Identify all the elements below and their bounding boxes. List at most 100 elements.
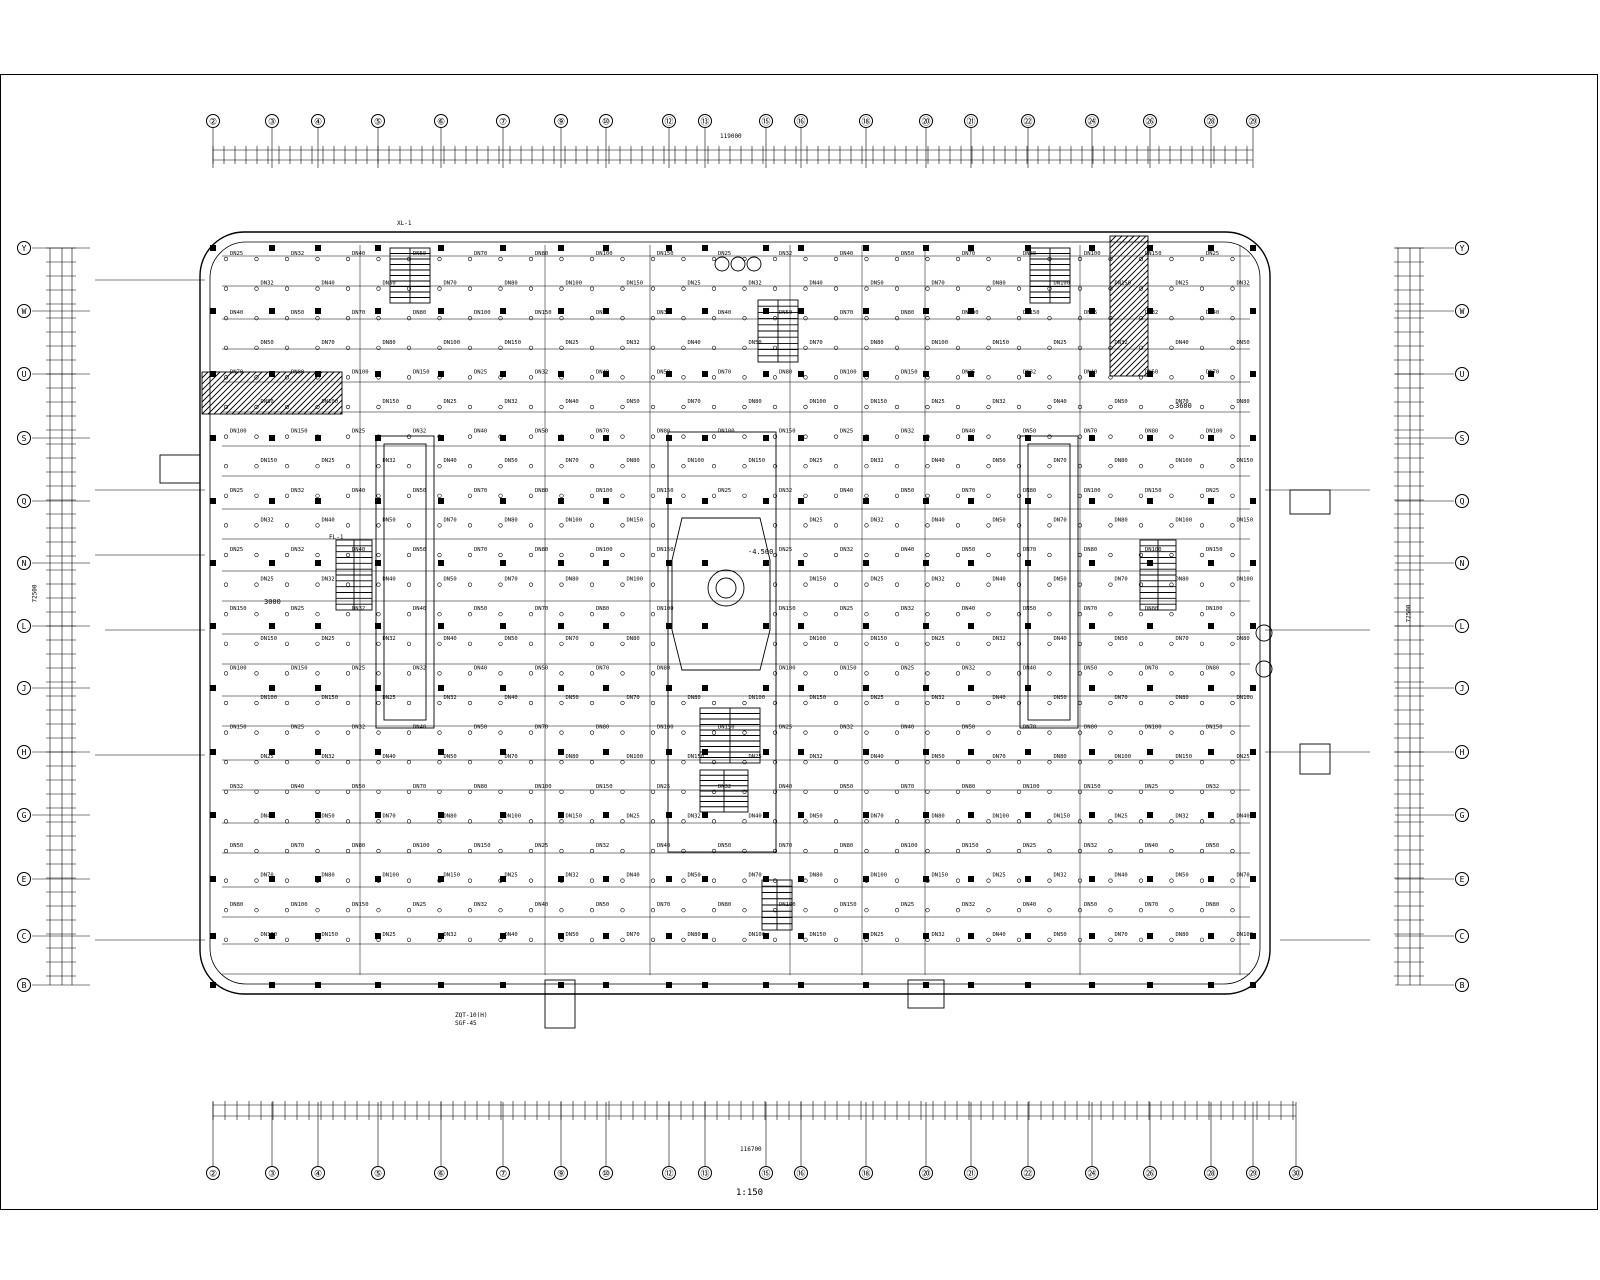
sprinkler-head bbox=[1169, 345, 1174, 350]
sprinkler-head bbox=[803, 552, 808, 558]
column bbox=[1089, 812, 1095, 818]
sprinkler-head bbox=[711, 316, 717, 321]
sprinkler-head bbox=[894, 819, 900, 824]
top-axis-bubble bbox=[265, 114, 279, 128]
sprinkler-head bbox=[681, 464, 686, 469]
sprinkler-head bbox=[986, 434, 991, 439]
sprinkler-head bbox=[894, 345, 900, 350]
sprinkler-head bbox=[833, 582, 839, 587]
sprinkler-head bbox=[894, 730, 900, 735]
sprinkler-head bbox=[437, 375, 442, 380]
sprinkler-head bbox=[833, 878, 839, 883]
sprinkler-head bbox=[986, 316, 991, 321]
bottom-axis-bubble bbox=[496, 1166, 510, 1180]
column bbox=[1208, 685, 1214, 691]
sprinkler-head bbox=[803, 730, 808, 735]
sprinkler-head bbox=[894, 286, 900, 291]
column bbox=[702, 812, 708, 818]
pipe-size-label: DN25 bbox=[962, 369, 975, 375]
pipe-size-label: DN32 bbox=[291, 488, 304, 494]
sprinkler-head bbox=[772, 937, 778, 942]
sprinkler-head bbox=[1047, 316, 1052, 321]
sprinkler-head bbox=[955, 789, 961, 794]
sprinkler-head bbox=[254, 730, 259, 735]
sprinkler-head bbox=[437, 286, 442, 291]
sprinkler-head bbox=[803, 523, 808, 528]
column bbox=[438, 812, 444, 818]
hatched-ramp-east-hatch bbox=[1109, 257, 1149, 297]
sprinkler-head bbox=[1047, 908, 1052, 913]
column bbox=[558, 982, 564, 988]
hatched-ramp-west-hatch bbox=[327, 399, 343, 415]
pipe-size-label: DN80 bbox=[657, 429, 670, 435]
sprinkler-head bbox=[711, 730, 717, 735]
sprinkler-head bbox=[955, 671, 961, 676]
sprinkler-head bbox=[437, 256, 442, 262]
bottom-axis-bubble bbox=[206, 1166, 220, 1180]
sprinkler-head bbox=[437, 848, 442, 854]
sprinkler-head bbox=[955, 464, 961, 469]
pipe-size-label: DN32 bbox=[901, 606, 914, 612]
pipe-size-label: DN80 bbox=[1145, 606, 1158, 612]
pipe-size-label: DN80 bbox=[1206, 902, 1219, 908]
sprinkler-head bbox=[406, 375, 412, 380]
sprinkler-head bbox=[345, 286, 351, 291]
pipe-size-label: DN25 bbox=[261, 754, 274, 760]
column bbox=[1089, 876, 1095, 882]
pipe-size-label: DN32 bbox=[1084, 843, 1097, 849]
pipe-size-label: DN150 bbox=[749, 458, 766, 464]
pipe-size-label: DN100 bbox=[535, 784, 552, 790]
sprinkler-head bbox=[376, 256, 381, 262]
column bbox=[666, 498, 672, 504]
sprinkler-head bbox=[376, 375, 381, 380]
light-well-frame bbox=[375, 435, 435, 729]
sprinkler-head bbox=[742, 730, 747, 735]
pipe-size-label: DN40 bbox=[566, 399, 579, 405]
right-row-bubble bbox=[1455, 619, 1469, 633]
sprinkler-head bbox=[955, 819, 961, 824]
sprinkler-head bbox=[650, 760, 656, 765]
pipe-size-label: DN100 bbox=[657, 606, 674, 612]
pipe-size-label: DN25 bbox=[444, 399, 457, 405]
sprinkler-head bbox=[376, 908, 381, 913]
left-row-label: L bbox=[22, 622, 27, 631]
hatched-ramp-east-hatch bbox=[1109, 245, 1149, 285]
light-well-frame bbox=[1019, 435, 1079, 729]
sprinkler-head bbox=[1138, 671, 1144, 676]
bottom-axis-label: ㉙ bbox=[1248, 1169, 1257, 1180]
pipe-size-label: DN100 bbox=[779, 665, 796, 671]
sprinkler-head bbox=[1016, 493, 1022, 498]
pipe-size-label: DN150 bbox=[962, 843, 979, 849]
sprinkler-head bbox=[742, 375, 747, 380]
column bbox=[1147, 245, 1153, 251]
sprinkler-head bbox=[376, 404, 381, 410]
pipe-size-label: DN150 bbox=[505, 340, 522, 346]
pipe-size-label: DN32 bbox=[779, 488, 792, 494]
sprinkler-head bbox=[925, 671, 930, 676]
sprinkler-head bbox=[1199, 256, 1205, 262]
hatched-ramp-east-hatch bbox=[1109, 235, 1129, 255]
sprinkler-head bbox=[467, 848, 473, 854]
sprinkler-head bbox=[1016, 908, 1022, 913]
sprinkler-head bbox=[223, 434, 229, 439]
pipe-size-label: DN150 bbox=[596, 784, 613, 790]
sprinkler-head bbox=[589, 730, 595, 735]
column bbox=[968, 812, 974, 818]
pipe-size-label: DN40 bbox=[718, 310, 731, 316]
sprinkler-head bbox=[559, 700, 564, 706]
top-axis-bubble bbox=[1204, 114, 1218, 128]
column bbox=[798, 933, 804, 939]
pipe-size-label: DN50 bbox=[993, 517, 1006, 523]
sprinkler-head bbox=[894, 256, 900, 262]
pipe-size-label: DN50 bbox=[474, 725, 487, 731]
pipe-size-label: DN50 bbox=[505, 636, 518, 642]
sprinkler-head bbox=[894, 404, 900, 410]
sprinkler-head bbox=[1199, 700, 1205, 706]
pipe-size-label: DN25 bbox=[901, 902, 914, 908]
sprinkler-head bbox=[894, 493, 900, 498]
sprinkler-head bbox=[925, 552, 930, 558]
pipe-size-label: DN40 bbox=[1054, 636, 1067, 642]
sprinkler-head bbox=[986, 404, 991, 410]
sprinkler-head bbox=[803, 316, 808, 321]
sprinkler-head bbox=[681, 878, 686, 883]
